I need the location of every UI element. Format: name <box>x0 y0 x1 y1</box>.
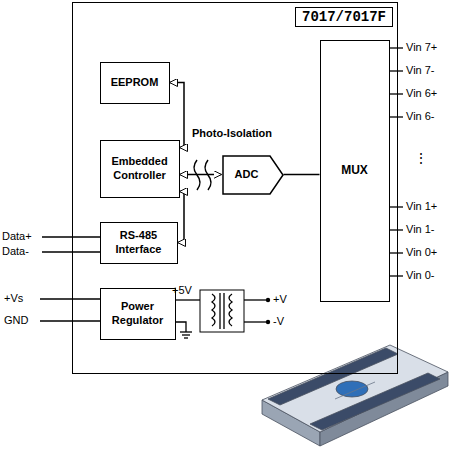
transformer-core <box>219 293 220 329</box>
module-top <box>262 345 448 432</box>
box-label: ADC <box>235 168 271 181</box>
voltage-label: +V <box>273 293 287 306</box>
voltage-label: -V <box>273 315 284 328</box>
data-wire <box>42 236 100 237</box>
module-marking <box>335 382 375 399</box>
controller-box: Embedded Controller <box>100 140 180 198</box>
pin-name: Vin 1- <box>406 223 435 236</box>
memory-box: EEPROM <box>100 62 170 104</box>
input-wire <box>390 93 403 94</box>
bus-connector <box>178 192 185 243</box>
transformer-frame <box>200 290 244 332</box>
model-title: 7017/7017F <box>295 7 393 27</box>
voltage-label: +5V <box>172 284 192 297</box>
input-wire <box>390 229 403 230</box>
input-wire <box>390 275 403 276</box>
input-wire <box>390 116 403 117</box>
box-label: EEPROM <box>111 76 159 89</box>
isolation-label: Photo-Isolation <box>192 127 272 140</box>
power-wire <box>40 298 100 299</box>
data-wire <box>42 251 100 252</box>
module-photo <box>262 345 448 446</box>
signal-name: Data+ <box>2 230 32 243</box>
module-logo <box>336 381 368 397</box>
transformer-coil <box>212 294 215 326</box>
converter-shape <box>223 156 283 194</box>
pin-name: Vin 0- <box>406 269 435 282</box>
regulator-box: Power Regulator <box>100 288 176 340</box>
box-label: Embedded Controller <box>101 155 179 181</box>
output-wire <box>244 299 266 300</box>
ground-symbol <box>180 331 192 332</box>
transformer-core <box>223 293 224 329</box>
pin-name: Vin 0+ <box>406 246 437 259</box>
converter-box: ADC <box>222 155 284 195</box>
pin-name: +Vs <box>4 292 23 305</box>
box-label: Power Regulator <box>101 300 175 326</box>
pin-name: Vin 6- <box>406 110 435 123</box>
module-housing: EEPROM Embedded ControllerRS-485 Interfac… <box>72 2 398 374</box>
input-wire <box>390 206 403 207</box>
ground-symbol <box>182 334 190 335</box>
ground-symbol <box>184 337 188 338</box>
bus-connector <box>180 174 222 176</box>
box-label: RS-485 Interface <box>101 229 177 255</box>
pin-name: Vin 6+ <box>406 87 437 100</box>
bus-connector <box>284 174 320 176</box>
terminal-strip <box>310 373 440 430</box>
signal-name: Data- <box>2 245 29 258</box>
power-wire <box>40 320 100 321</box>
ellipsis-mark: ⋮ <box>414 152 428 165</box>
input-wire <box>390 70 403 71</box>
input-wire <box>390 47 403 48</box>
terminal-dot <box>266 320 270 324</box>
terminal-dot <box>266 298 270 302</box>
box-label: MUX <box>341 163 368 177</box>
multiplexer-box: MUX <box>320 40 390 302</box>
output-wire <box>244 321 266 322</box>
pin-name: Vin 1+ <box>406 200 437 213</box>
pin-name: GND <box>4 314 28 327</box>
bus-connector <box>170 83 185 148</box>
transformer-coil <box>229 294 232 326</box>
pin-name: Vin 7+ <box>406 41 437 54</box>
input-wire <box>390 252 403 253</box>
pin-name: Vin 7- <box>406 64 435 77</box>
interface-box: RS-485 Interface <box>100 222 178 264</box>
